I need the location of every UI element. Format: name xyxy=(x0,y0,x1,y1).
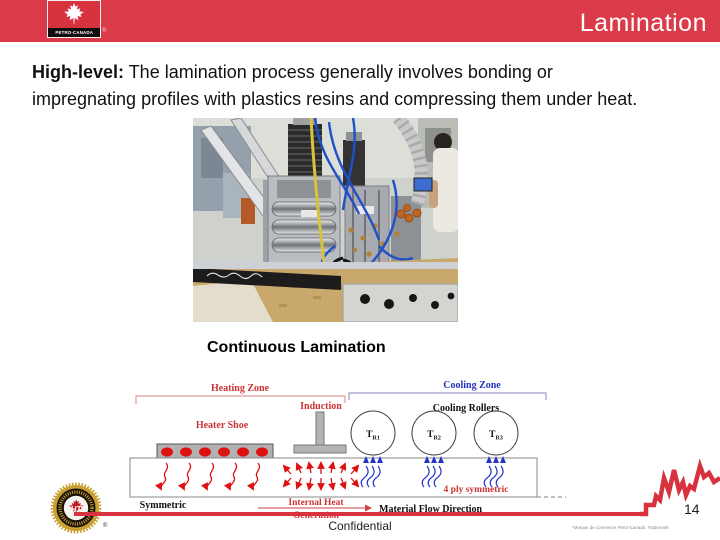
internal-heat-arrows xyxy=(282,461,360,491)
footer-red-line xyxy=(74,512,640,516)
maple-leaf-zigzag xyxy=(640,458,720,517)
confidential-label: Confidential xyxy=(328,519,392,533)
trademark-note: *Marque de commerce Petro-Canada. Tradem… xyxy=(572,525,669,530)
body-paragraph: High-level: The lamination process gener… xyxy=(32,59,637,113)
induction-heater-shape xyxy=(293,411,347,454)
maple-leaf-icon xyxy=(64,2,84,25)
symmetric-label: Symmetric xyxy=(140,500,187,511)
photo-caption: Continuous Lamination xyxy=(207,339,386,356)
badge-registered-mark: ® xyxy=(103,523,108,529)
body-lead: High-level: xyxy=(32,62,125,82)
four-ply-label: 4 ply symmetric xyxy=(444,485,509,495)
logo-registered-mark: ® xyxy=(102,28,107,34)
cooling-zone-label: Cooling Zone xyxy=(443,380,501,391)
induction-label: Induction xyxy=(300,401,342,412)
heating-zone-label: Heating Zone xyxy=(211,383,270,394)
header-banner: Lamination PETRO-CANADA ® xyxy=(0,0,720,42)
internal-heat-label-2: Generation xyxy=(293,511,340,521)
petro-canada-logo: PETRO-CANADA xyxy=(47,0,101,38)
cooling-rollers: TR1 TR2 TR3 xyxy=(350,410,519,456)
heating-zone-bracket xyxy=(135,395,346,404)
page-number: 14 xyxy=(684,501,700,517)
cooling-rollers-label: Cooling Rollers xyxy=(433,403,499,414)
cooling-zone-bracket xyxy=(348,392,547,400)
lamination-diagram: Heating Zone Cooling Zone Cooling Roller… xyxy=(129,380,566,521)
roller-label-2: TR2 xyxy=(427,430,441,442)
heater-shoe-label: Heater Shoe xyxy=(196,420,249,431)
heater-heat-arrows xyxy=(154,462,261,491)
logo-wordmark: PETRO-CANADA xyxy=(48,28,100,37)
body-line-2: impregnating profiles with plastics resi… xyxy=(32,89,638,109)
page-title: Lamination xyxy=(579,9,707,37)
internal-heat-label-1: Internal Heat xyxy=(288,498,344,508)
body-line-1: High-level: The lamination process gener… xyxy=(32,59,637,86)
heater-shoe-shape xyxy=(156,443,274,461)
machinery-photo xyxy=(193,118,458,322)
badge-monogram: HT xyxy=(71,505,83,514)
material-flow-label: Material Flow Direction xyxy=(379,504,483,515)
cooling-arrows xyxy=(360,456,506,488)
roller-label-3: TR3 xyxy=(489,430,503,442)
roller-label-1: TR1 xyxy=(366,430,380,442)
body-line-1-rest: The lamination process generally involve… xyxy=(124,62,553,82)
